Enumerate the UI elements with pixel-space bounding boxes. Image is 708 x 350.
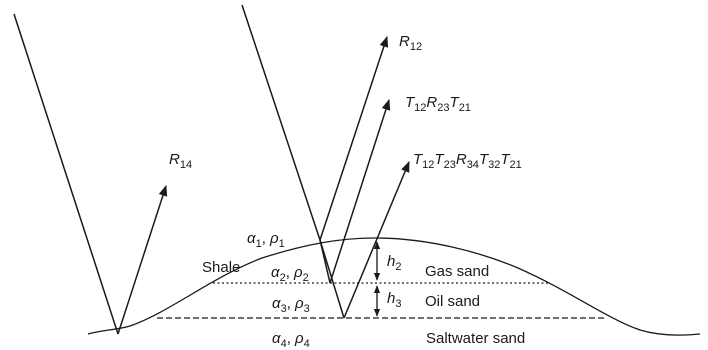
label-t12t23r34t32t21: T12T23R34T32T21: [413, 151, 522, 171]
label-h2: h2: [387, 253, 401, 273]
label-shale: Shale: [202, 259, 240, 276]
label-h3: h3: [387, 290, 401, 310]
ray-r14-incident: [13, 13, 119, 335]
layer1-properties: α1, ρ1: [247, 230, 285, 250]
ray-t12t23r34t32t21-reflected: [343, 160, 410, 319]
label-r14: R14: [169, 151, 192, 171]
label-saltwater-sand: Saltwater sand: [426, 330, 525, 347]
anticline-top-surface: [87, 237, 701, 336]
label-t12r23t21: T12R23T21: [405, 94, 471, 114]
ray-r14-reflected: [117, 184, 168, 335]
ray-t12r23t21-reflected: [329, 98, 391, 284]
ray-incident-main: [241, 4, 321, 241]
ray-r12-reflected: [319, 35, 389, 241]
label-oil-sand: Oil sand: [425, 293, 480, 310]
label-r12: R12: [399, 33, 422, 53]
layer3-properties: α3, ρ3: [272, 295, 310, 315]
label-gas-sand: Gas sand: [425, 263, 489, 280]
layer2-properties: α2, ρ2: [271, 264, 309, 284]
layer4-properties: α4, ρ4: [272, 330, 310, 350]
